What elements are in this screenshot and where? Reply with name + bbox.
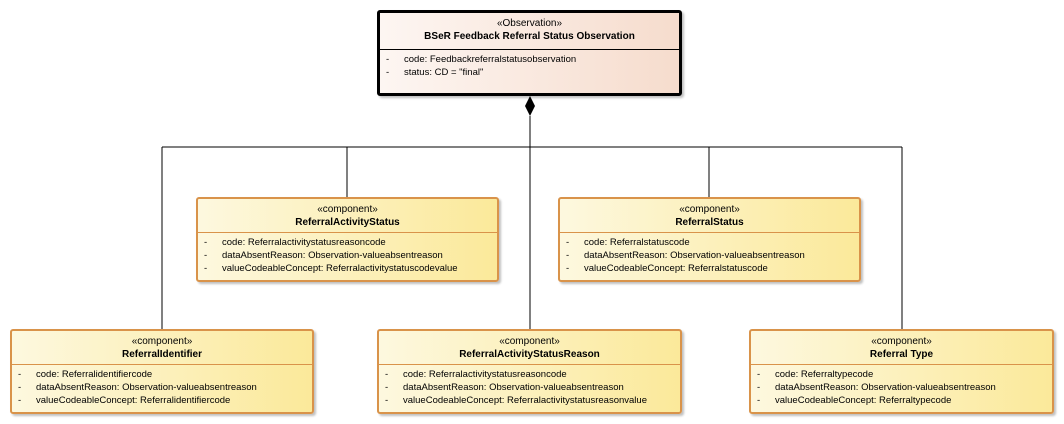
attribute-list: -code: Feedbackreferralstatusobservation… <box>380 49 679 79</box>
stereotype-label: «component» <box>499 336 560 347</box>
attribute-row: -valueCodeableConcept: Referralidentifie… <box>18 395 231 406</box>
stereotype-label: «component» <box>679 204 740 215</box>
attribute-row: -valueCodeableConcept: Referralactivitys… <box>204 263 458 274</box>
composition-diamond <box>525 96 535 116</box>
attribute-list: -code: Referralstatuscode -dataAbsentRea… <box>560 232 859 275</box>
attribute-row: -dataAbsentReason: Observation-valueabse… <box>566 250 805 261</box>
attribute-row: -code: Referralactivitystatusreasoncode <box>204 237 386 248</box>
attribute-list: -code: Referraltypecode -dataAbsentReaso… <box>751 364 1052 407</box>
class-header: «component» ReferralStatus <box>560 199 859 232</box>
class-name: ReferralStatus <box>675 217 744 228</box>
attribute-row: -valueCodeableConcept: Referralactivitys… <box>385 395 647 406</box>
attribute-row: -code: Feedbackreferralstatusobservation <box>386 54 577 65</box>
stereotype-label: «component» <box>317 204 378 215</box>
class-header: «component» ReferralActivityStatusReason <box>379 331 680 364</box>
attribute-row: -valueCodeableConcept: Referraltypecode <box>757 395 952 406</box>
class-header: «Observation» BSeR Feedback Referral Sta… <box>380 13 679 49</box>
class-name: Referral Type <box>869 349 934 360</box>
attribute-row: -dataAbsentReason: Observation-valueabse… <box>18 382 257 393</box>
attribute-list: -code: Referralidentifiercode -dataAbsen… <box>12 364 312 407</box>
class-name: ReferralIdentifier <box>121 349 203 360</box>
attribute-row: -code: Referralstatuscode <box>566 237 690 248</box>
attribute-row: -dataAbsentReason: Observation-valueabse… <box>204 250 443 261</box>
attribute-row: -dataAbsentReason: Observation-valueabse… <box>385 382 624 393</box>
class-name: ReferralActivityStatusReason <box>459 349 600 360</box>
class-name: ReferralActivityStatus <box>295 217 400 228</box>
class-bser-feedback-referral-status-observation[interactable]: «Observation» BSeR Feedback Referral Sta… <box>377 10 682 96</box>
class-header: «component» ReferralIdentifier <box>12 331 312 364</box>
class-referral-type[interactable]: «component» Referral Type -code: Referra… <box>749 329 1054 414</box>
attribute-row: -valueCodeableConcept: Referralstatuscod… <box>566 263 768 274</box>
attribute-row: -status: CD = "final" <box>386 67 484 78</box>
attribute-row: -dataAbsentReason: Observation-valueabse… <box>757 382 996 393</box>
attribute-row: -code: Referralactivitystatusreasoncode <box>385 369 567 380</box>
attribute-list: -code: Referralactivitystatusreasoncode … <box>379 364 680 407</box>
class-referral-activity-status[interactable]: «component» ReferralActivityStatus -code… <box>196 197 499 282</box>
stereotype-label: «component» <box>871 336 932 347</box>
class-referral-identifier[interactable]: «component» ReferralIdentifier -code: Re… <box>10 329 314 414</box>
class-referral-status[interactable]: «component» ReferralStatus -code: Referr… <box>558 197 861 282</box>
attribute-list: -code: Referralactivitystatusreasoncode … <box>198 232 497 275</box>
stereotype-label: «Observation» <box>496 18 563 29</box>
class-referral-activity-status-reason[interactable]: «component» ReferralActivityStatusReason… <box>377 329 682 414</box>
class-header: «component» ReferralActivityStatus <box>198 199 497 232</box>
class-header: «component» Referral Type <box>751 331 1052 364</box>
attribute-row: -code: Referralidentifiercode <box>18 369 153 380</box>
class-name: BSeR Feedback Referral Status Observatio… <box>424 31 635 42</box>
attribute-row: -code: Referraltypecode <box>757 369 874 380</box>
stereotype-label: «component» <box>131 336 193 347</box>
